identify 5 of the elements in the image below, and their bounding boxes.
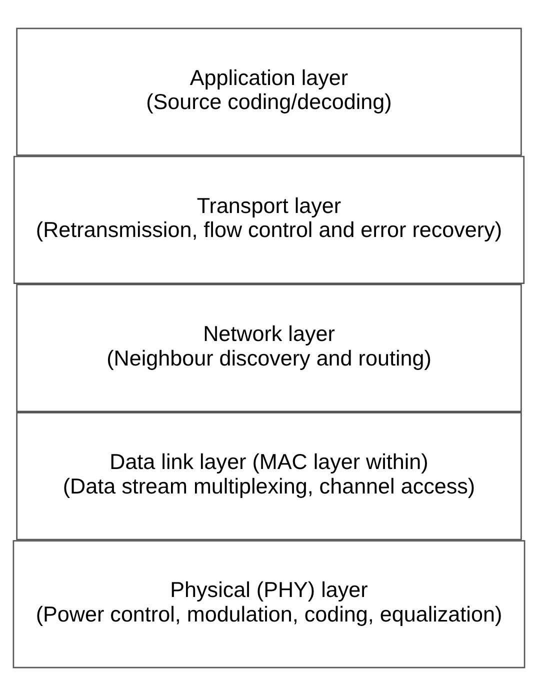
node-box: Transport layer (Retransmission, flow control and error recovery) (13, 156, 525, 284)
node-box: Application layer (Source coding/decoding) (16, 28, 522, 156)
node-box: Physical (PHY) layer (Power control, modulation, coding, equalization) (12, 540, 526, 668)
node-box: Network layer (Neighbour discovery and routing) (16, 284, 522, 412)
node-box: Data link layer (MAC layer within) (Data stream multiplexing, channel access) (16, 412, 522, 540)
